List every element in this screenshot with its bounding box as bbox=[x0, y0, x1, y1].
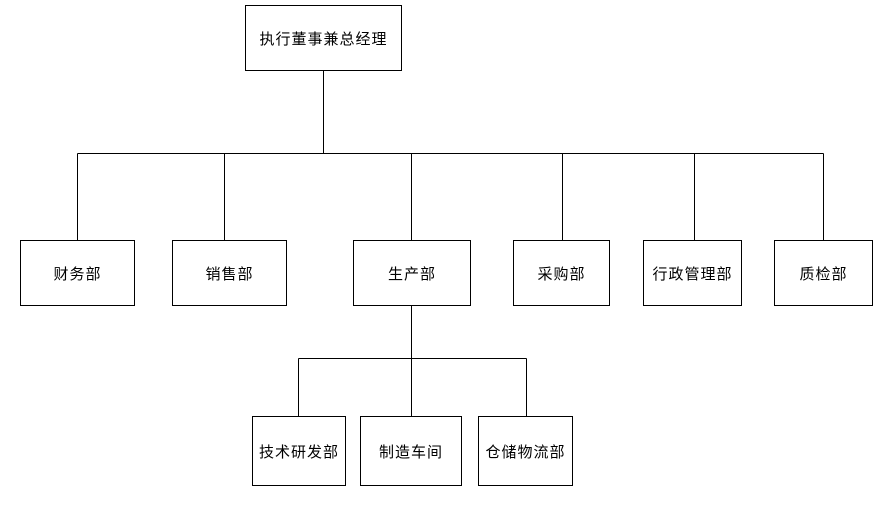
org-node-label: 质检部 bbox=[799, 264, 848, 283]
org-node-label: 仓储物流部 bbox=[485, 442, 566, 461]
org-node-sales: 销售部 bbox=[172, 240, 287, 306]
org-node-label: 销售部 bbox=[205, 264, 254, 283]
org-node-label: 制造车间 bbox=[378, 442, 443, 461]
org-node-label: 行政管理部 bbox=[652, 264, 733, 283]
org-node-label: 采购部 bbox=[537, 264, 586, 283]
org-node-production: 生产部 bbox=[353, 240, 471, 306]
org-node-label: 执行董事兼总经理 bbox=[259, 29, 388, 48]
org-node-label: 技术研发部 bbox=[258, 442, 339, 461]
org-node-label: 财务部 bbox=[53, 264, 102, 283]
org-node-rnd: 技术研发部 bbox=[252, 416, 346, 486]
org-node-general-manager: 执行董事兼总经理 bbox=[245, 5, 402, 71]
org-node-workshop: 制造车间 bbox=[360, 416, 462, 486]
org-node-logistics: 仓储物流部 bbox=[478, 416, 573, 486]
org-node-quality: 质检部 bbox=[774, 240, 873, 306]
org-node-label: 生产部 bbox=[387, 264, 436, 283]
org-node-admin: 行政管理部 bbox=[643, 240, 742, 306]
org-node-purchasing: 采购部 bbox=[513, 240, 610, 306]
org-node-finance: 财务部 bbox=[20, 240, 135, 306]
